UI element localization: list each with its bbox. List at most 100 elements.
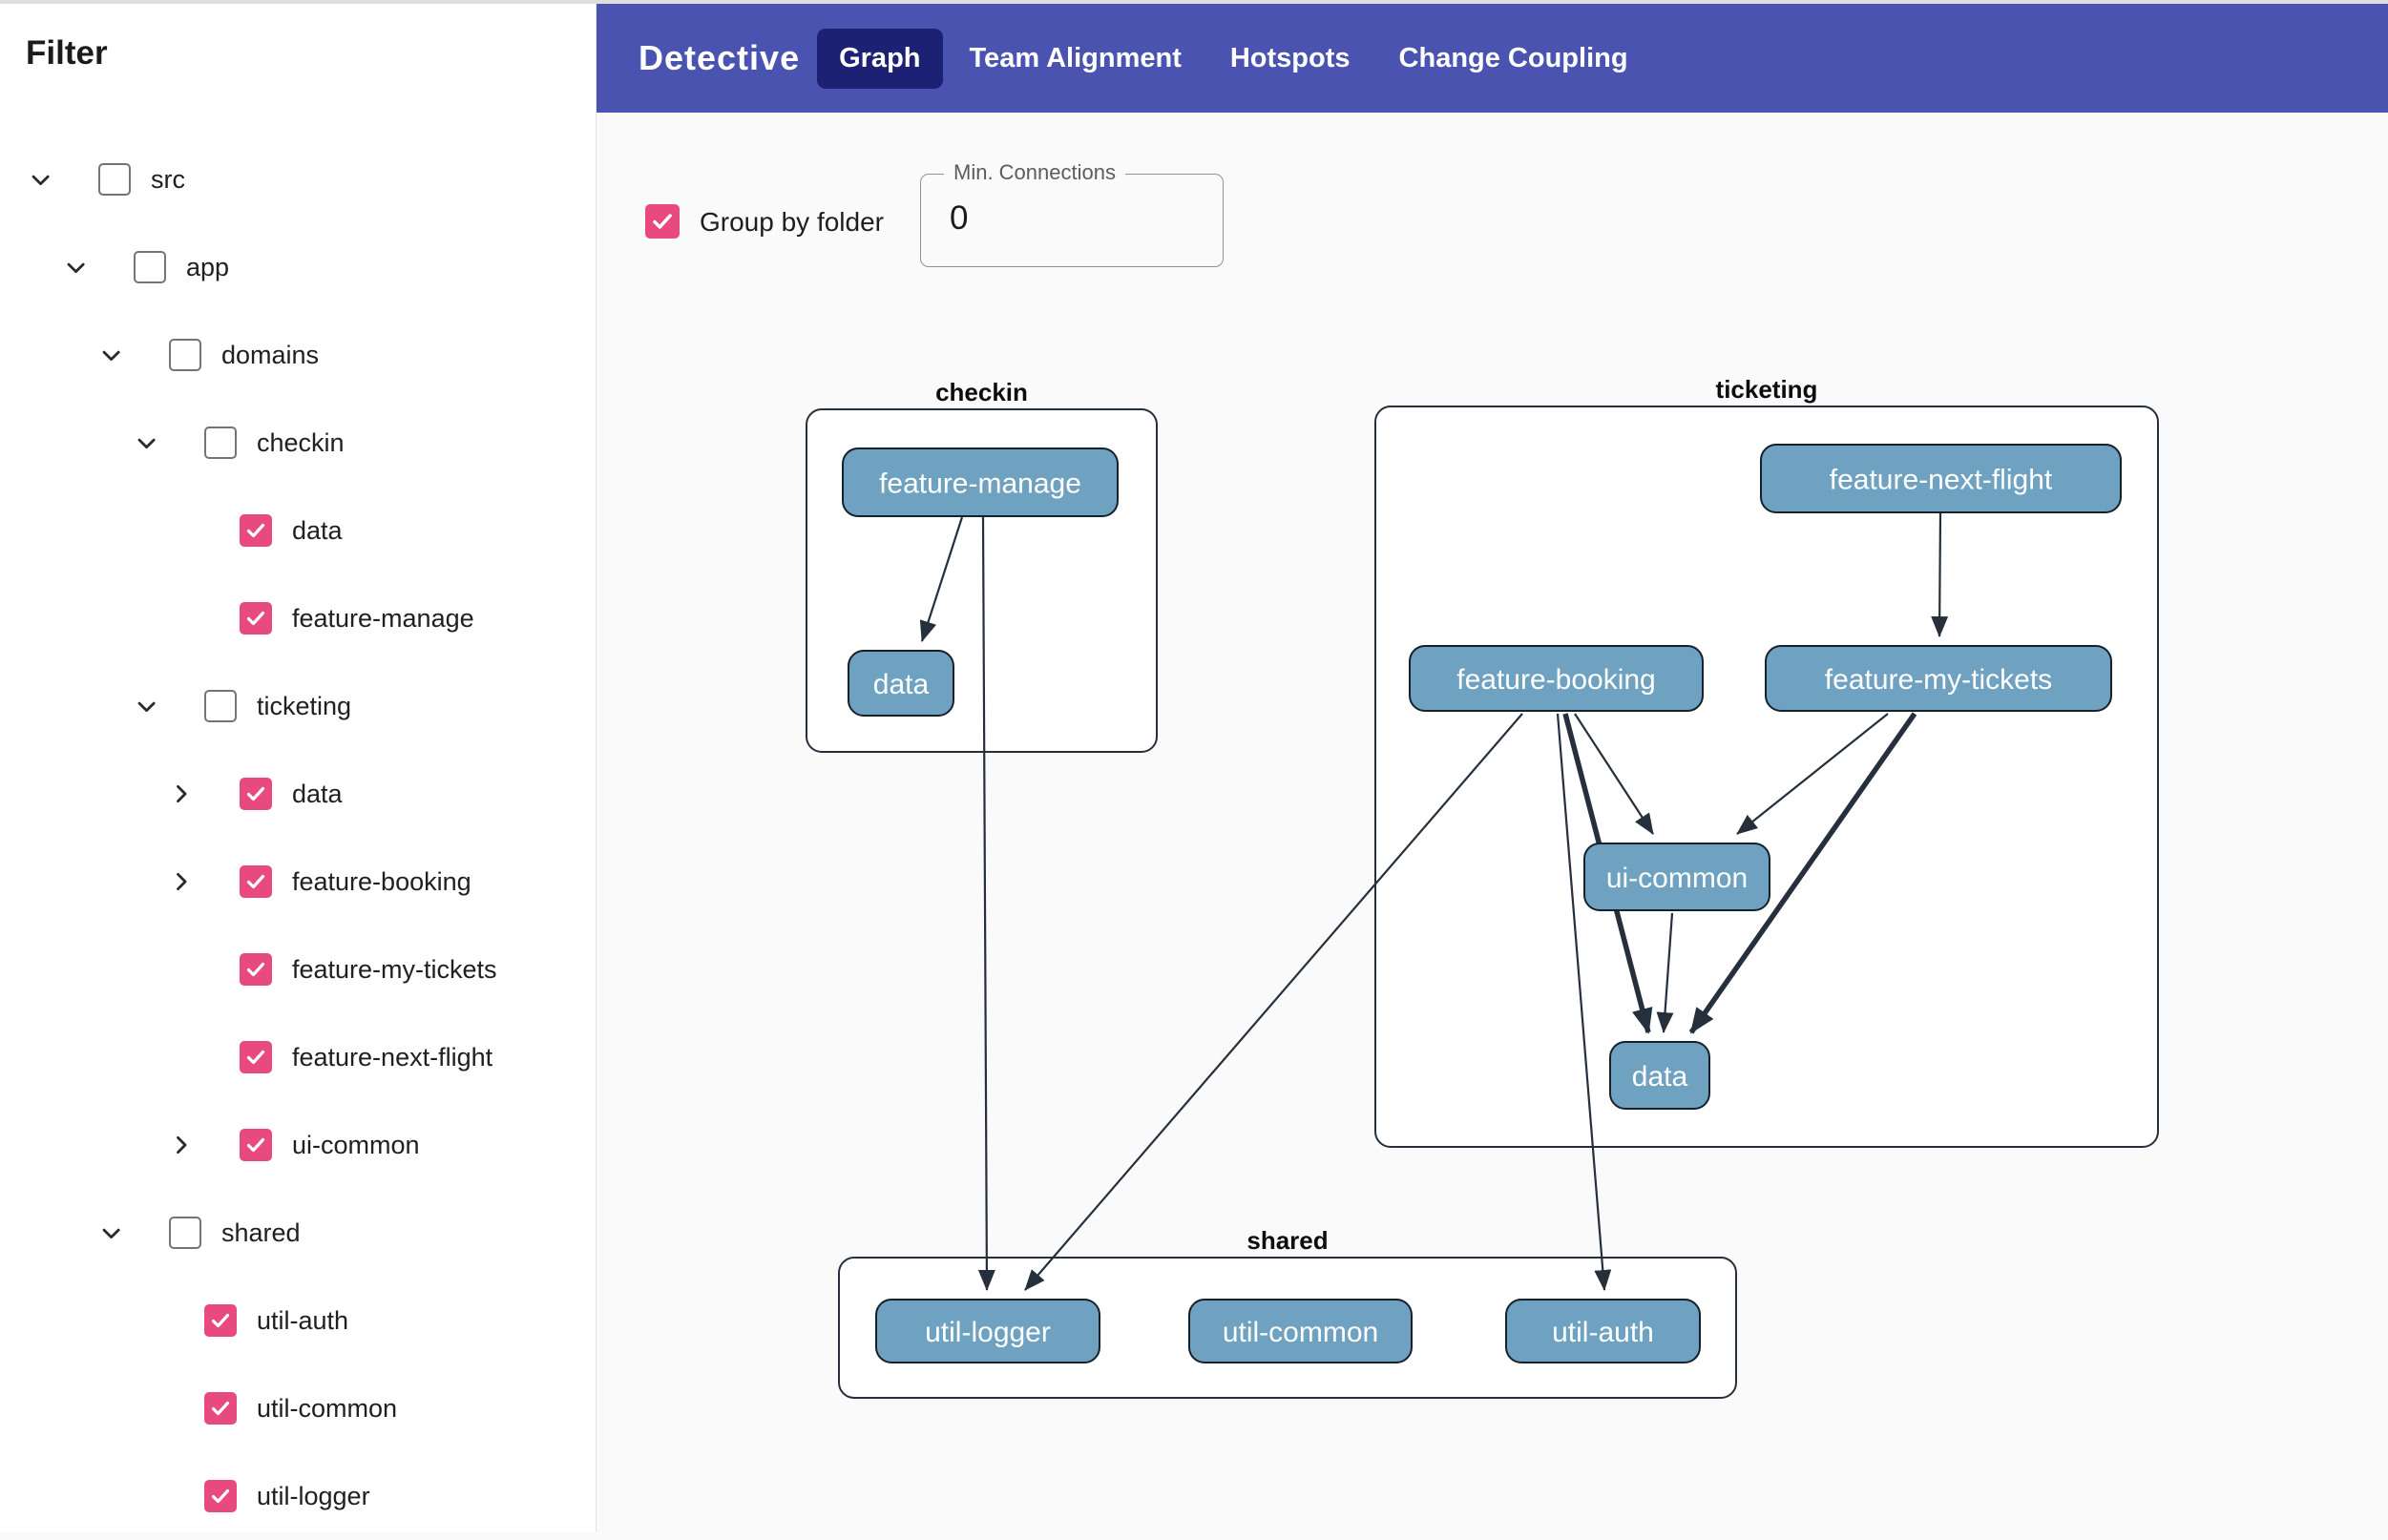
tree-row-ticketing: ticketing xyxy=(0,662,596,750)
tree-expand-toggle[interactable] xyxy=(96,341,125,369)
graph-node-box[interactable] xyxy=(1188,1299,1413,1363)
check-icon xyxy=(246,1137,265,1153)
tree-checkbox-shared[interactable] xyxy=(169,1217,201,1249)
graph-node-label: util-common xyxy=(1223,1317,1378,1348)
graph-node-shared/util-auth[interactable]: util-auth xyxy=(1505,1299,1701,1363)
graph-node-label: feature-my-tickets xyxy=(1825,664,2052,696)
graph-node-ticketing/ui-common[interactable]: ui-common xyxy=(1583,843,1770,911)
nav-item-team-alignment[interactable]: Team Alignment xyxy=(969,42,1182,73)
tree-checkbox-data[interactable] xyxy=(240,778,272,810)
graph-node-box[interactable] xyxy=(1409,645,1704,712)
graph-node-box[interactable] xyxy=(1765,645,2112,712)
chevron-down-icon xyxy=(31,175,50,186)
group-by-folder-label[interactable]: Group by folder xyxy=(700,207,884,237)
graph-node-box[interactable] xyxy=(1609,1041,1710,1110)
nav-item-change-coupling[interactable]: Change Coupling xyxy=(1398,42,1628,73)
tree-expand-toggle[interactable] xyxy=(167,1131,196,1159)
tree-expand-toggle[interactable] xyxy=(132,692,160,720)
chevron-right-icon xyxy=(177,1136,187,1154)
check-icon xyxy=(246,962,265,977)
nav-items: Graph Team Alignment Hotspots Change Coupli… xyxy=(817,28,1654,89)
check-icon xyxy=(211,1401,230,1416)
tree-checkbox-checkin[interactable] xyxy=(204,427,237,459)
graph-node-box[interactable] xyxy=(1505,1299,1701,1363)
tree-row-checkin: checkin xyxy=(0,399,596,487)
tree-checkbox-src[interactable] xyxy=(98,163,131,196)
tree-checkbox-feature-my-tickets[interactable] xyxy=(240,953,272,986)
tree-expand-toggle[interactable] xyxy=(96,1218,125,1247)
tree-expand-toggle[interactable] xyxy=(61,253,90,281)
graph-group-label: shared xyxy=(1246,1226,1328,1255)
tree-checkbox-util-logger[interactable] xyxy=(204,1480,237,1512)
chevron-right-icon xyxy=(177,785,187,802)
tree-label: data xyxy=(292,515,343,545)
graph-node-label: feature-booking xyxy=(1456,664,1655,696)
nav-item-hotspots[interactable]: Hotspots xyxy=(1229,42,1351,73)
graph-node-label: data xyxy=(873,669,930,700)
tree-row-util-logger: util-logger xyxy=(0,1452,596,1540)
graph-node-box[interactable] xyxy=(848,650,954,717)
graph-node-ticketing/feature-next-flight[interactable]: feature-next-flight xyxy=(1760,444,2122,513)
min-connections-input[interactable]: 0 xyxy=(950,199,969,237)
tree-label: feature-booking xyxy=(292,866,471,896)
nav-item-graph[interactable]: Graph xyxy=(817,28,943,89)
graph-node-checkin/feature-manage[interactable]: feature-manage xyxy=(842,447,1119,517)
graph-node-box[interactable] xyxy=(1760,444,2122,513)
app-brand: Detective xyxy=(639,38,801,77)
graph-group-label: checkin xyxy=(935,378,1028,406)
tree-checkbox-util-auth[interactable] xyxy=(204,1304,237,1337)
tree-label: src xyxy=(151,164,185,194)
tree-row-data: data xyxy=(0,750,596,838)
graph-node-checkin/data[interactable]: data xyxy=(848,650,954,717)
tree-checkbox-feature-next-flight[interactable] xyxy=(240,1041,272,1073)
graph-node-label: data xyxy=(1632,1061,1688,1093)
graph-node-ticketing/data[interactable]: data xyxy=(1609,1041,1710,1110)
check-icon xyxy=(211,1488,230,1504)
tree-checkbox-ui-common[interactable] xyxy=(240,1129,272,1161)
chevron-down-icon xyxy=(102,1228,120,1239)
graph-node-ticketing/feature-my-tickets[interactable]: feature-my-tickets xyxy=(1765,645,2112,712)
chevron-down-icon xyxy=(137,438,156,449)
tree-row-feature-booking: feature-booking xyxy=(0,838,596,926)
tree-expand-toggle[interactable] xyxy=(167,780,196,808)
graph-edge xyxy=(1556,713,1612,1291)
chevron-down-icon xyxy=(137,701,156,713)
tree-row-util-auth: util-auth xyxy=(0,1277,596,1364)
group-by-folder-checkbox[interactable] xyxy=(645,204,680,239)
tree-checkbox-data[interactable] xyxy=(240,514,272,547)
graph-node-label: util-auth xyxy=(1552,1317,1654,1348)
tree-expand-toggle[interactable] xyxy=(26,165,54,194)
chevron-down-icon xyxy=(67,262,85,274)
min-connections-field[interactable]: Min. Connections 0 xyxy=(920,160,1224,267)
graph-node-ticketing/feature-booking[interactable]: feature-booking xyxy=(1409,645,1704,712)
tree-checkbox-util-common[interactable] xyxy=(204,1392,237,1425)
graph-edge xyxy=(1931,512,1949,637)
tree-label: ui-common xyxy=(292,1130,420,1159)
tree-row-data: data xyxy=(0,487,596,574)
check-icon xyxy=(211,1313,230,1328)
tree-label: util-common xyxy=(257,1393,398,1423)
graph-edge xyxy=(1656,912,1674,1033)
tree-expand-toggle[interactable] xyxy=(132,428,160,457)
tree-checkbox-ticketing[interactable] xyxy=(204,690,237,722)
tree-checkbox-feature-booking[interactable] xyxy=(240,865,272,898)
tree-checkbox-domains[interactable] xyxy=(169,339,201,371)
tree-checkbox-feature-manage[interactable] xyxy=(240,602,272,635)
tree-row-domains: domains xyxy=(0,311,596,399)
tree-row-feature-manage: feature-manage xyxy=(0,574,596,662)
tree-expand-toggle[interactable] xyxy=(167,867,196,896)
graph-node-box[interactable] xyxy=(1583,843,1770,911)
graph-node-box[interactable] xyxy=(842,447,1119,517)
tree-label: shared xyxy=(221,1217,301,1247)
graph-node-box[interactable] xyxy=(875,1299,1100,1363)
graph-node-shared/util-common[interactable]: util-common xyxy=(1188,1299,1413,1363)
graph-node-shared/util-logger[interactable]: util-logger xyxy=(875,1299,1100,1363)
tree-checkbox-app[interactable] xyxy=(134,251,166,283)
min-connections-label: Min. Connections xyxy=(944,160,1125,185)
graph-node-label: feature-manage xyxy=(879,468,1081,500)
check-icon xyxy=(246,786,265,801)
graph-node-label: ui-common xyxy=(1606,863,1748,894)
graph-edge xyxy=(1024,713,1523,1291)
